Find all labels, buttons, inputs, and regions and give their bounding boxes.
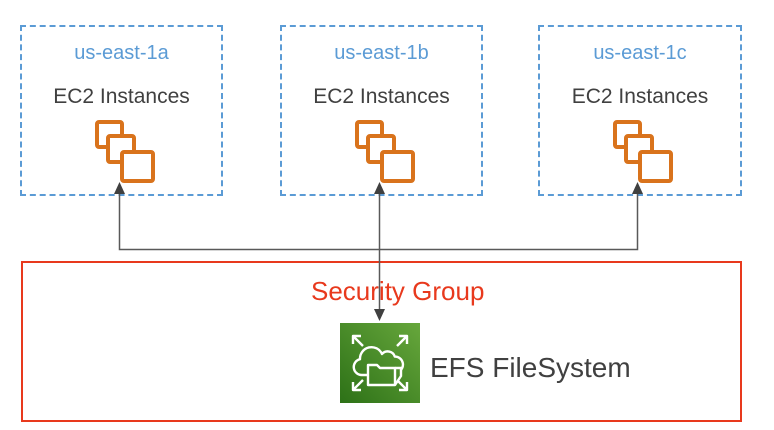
az-box-us-east-1a: us-east-1a EC2 Instances [20, 25, 223, 196]
az-box-us-east-1b: us-east-1b EC2 Instances [280, 25, 483, 196]
connector-branch-line [118, 193, 639, 251]
ec2-instances-icon [95, 120, 155, 183]
expand-arrow-nw [351, 334, 364, 347]
folder-open-page [394, 366, 403, 386]
ec2-instances-label: EC2 Instances [53, 85, 190, 108]
ec2-instances-label: EC2 Instances [313, 85, 450, 108]
expand-arrow-sw [351, 379, 364, 392]
ec2-instances-label: EC2 Instances [571, 85, 709, 108]
az-title: us-east-1b [334, 42, 429, 64]
security-group-label: Security Group [311, 276, 485, 306]
efs-icon [340, 323, 420, 403]
ec2-instances-icon [355, 120, 415, 183]
expand-arrow-ne [396, 334, 409, 347]
az-box-us-east-1c: us-east-1c EC2 Instances [538, 25, 742, 196]
efs-filesystem-label: EFS FileSystem [430, 352, 631, 383]
folder [366, 363, 397, 387]
ec2-instances-icon [613, 120, 673, 183]
az-title: us-east-1a [74, 42, 169, 64]
az-title: us-east-1c [593, 42, 687, 64]
cloud-outline [352, 345, 405, 377]
